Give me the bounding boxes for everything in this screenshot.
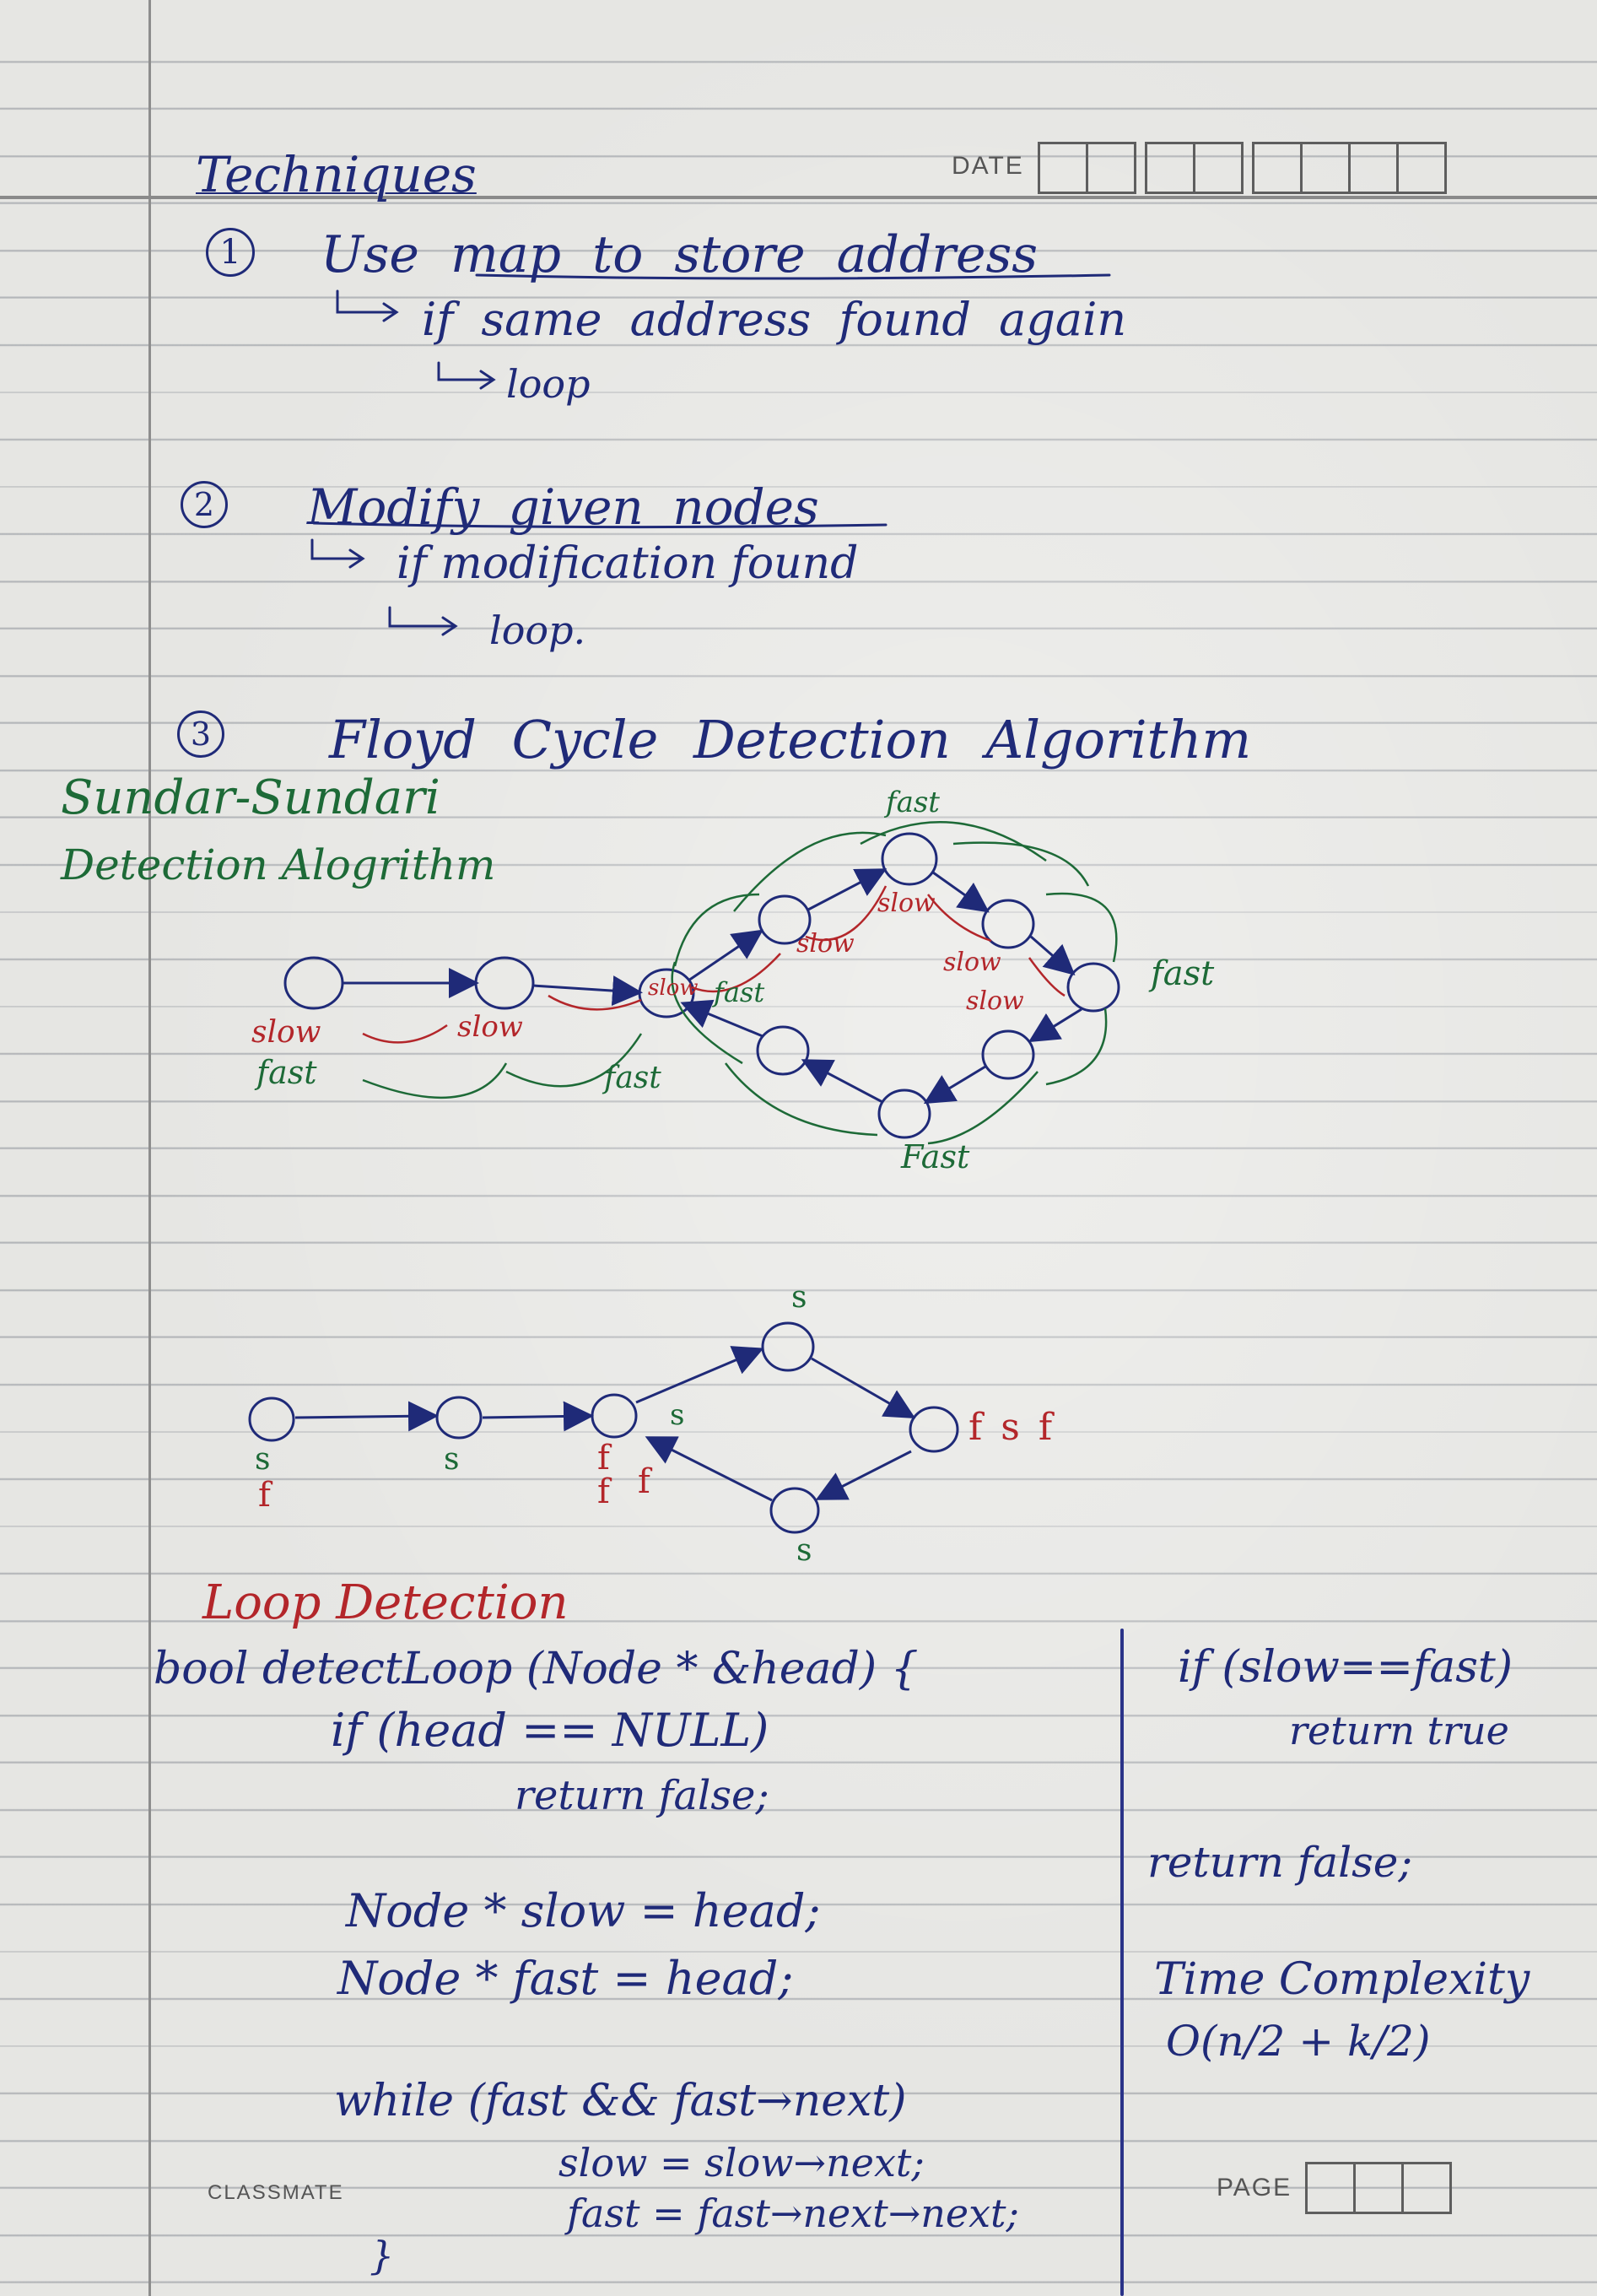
code-line-9: } [370, 2233, 395, 2278]
d1-label-fast-6: Fast [901, 1138, 970, 1175]
technique3-aside-line1: Sundar-Sundari [61, 770, 440, 825]
d2-node-2 [435, 1396, 483, 1440]
code-right-line-1: if (slow==fast) [1178, 1642, 1513, 1693]
technique3-number: 3 [177, 710, 224, 758]
d1-label-slow-1: slow [251, 1015, 321, 1050]
page-label: PAGE [1217, 2174, 1292, 2201]
d2-label-f-2: f [597, 1439, 610, 1478]
technique1-number: 1 [206, 228, 255, 277]
page-boxes [1305, 2162, 1452, 2214]
technique2-heading: Modify given nodes [307, 478, 819, 536]
d2-label-f-4: f [638, 1462, 650, 1501]
d1-label-fast-5: fast [1151, 954, 1215, 993]
code-line-2: if (head == NULL) [331, 1704, 769, 1757]
code-line-1: bool detectLoop (Node * &head) { [154, 1644, 919, 1694]
code-line-4: Node * slow = head; [346, 1884, 821, 1937]
d2-node-3 [591, 1393, 638, 1439]
d2-label-s-3: s [670, 1398, 685, 1432]
d1-label-slow-2: slow [457, 1010, 523, 1044]
code-line-3: return false; [515, 1772, 769, 1819]
margin-line [148, 0, 151, 2296]
d1-label-fast-1: fast [256, 1054, 317, 1091]
technique3-aside-line2: Detection Alogrithm [61, 840, 496, 889]
date-boxes [1038, 142, 1447, 194]
d2-node-5 [909, 1406, 959, 1453]
header-rule [0, 196, 1597, 199]
d2-label-s-top: s [791, 1280, 807, 1315]
d1-label-fast-3: fast [714, 976, 765, 1008]
d1-label-slow-3: slow [648, 975, 699, 1001]
technique2-number: 2 [181, 481, 228, 528]
d1-node-6 [981, 899, 1035, 949]
date-label: DATE [952, 152, 1024, 180]
code-right-line-5: O(n/2 + k/2) [1166, 2017, 1431, 2066]
technique1-sub2: loop [506, 361, 591, 407]
code-right-line-4: Time Complexity [1154, 1954, 1530, 2005]
d2-node-6 [769, 1487, 820, 1534]
d1-label-slow-6: slow [943, 948, 1001, 977]
code-right-line-3: return false; [1147, 1838, 1413, 1887]
d1-node-10 [756, 1025, 810, 1076]
brand-label: classmate [208, 2174, 344, 2206]
d2-node-1 [248, 1397, 295, 1442]
code-column-divider [1120, 1629, 1124, 2296]
technique1-heading: Use map to store address [321, 225, 1039, 284]
d2-label-s-1: s [255, 1442, 271, 1477]
d1-label-slow-5: slow [877, 889, 936, 918]
notes-title: Techniques [196, 146, 477, 203]
d2-label-f-1: f [258, 1476, 271, 1515]
d1-node-4 [758, 894, 812, 945]
d1-node-7 [1066, 962, 1120, 1013]
code-line-5: Node * fast = head; [337, 1952, 794, 2005]
d2-label-fsf: f s f [968, 1406, 1053, 1449]
d1-label-slow-4: slow [796, 929, 855, 959]
d1-node-5 [881, 832, 938, 886]
code-line-8: fast = fast→next→next; [567, 2191, 1020, 2236]
code-line-7: slow = slow→next; [558, 2140, 925, 2185]
d2-label-s-bottom: s [796, 1533, 812, 1568]
d2-label-f-3: f [597, 1472, 610, 1511]
code-line-6: while (fast && fast→next) [334, 2076, 907, 2126]
d1-label-fast-2: fast [604, 1061, 661, 1095]
d2-label-s-2: s [444, 1442, 460, 1477]
code-right-line-2: return true [1289, 1708, 1509, 1753]
d2-node-4 [761, 1321, 815, 1372]
technique2-sub1: if modification found [397, 538, 859, 589]
code-heading: Loop Detection [202, 1575, 569, 1630]
technique1-sub1: if same address found again [422, 293, 1127, 346]
d1-label-fast-4: fast [886, 786, 940, 819]
d1-label-slow-7: slow [966, 986, 1024, 1016]
technique2-sub2: loop. [489, 608, 586, 653]
technique3-heading: Floyd Cycle Detection Algorithm [329, 709, 1252, 770]
d1-node-8 [981, 1029, 1035, 1080]
d1-node-9 [877, 1089, 931, 1139]
